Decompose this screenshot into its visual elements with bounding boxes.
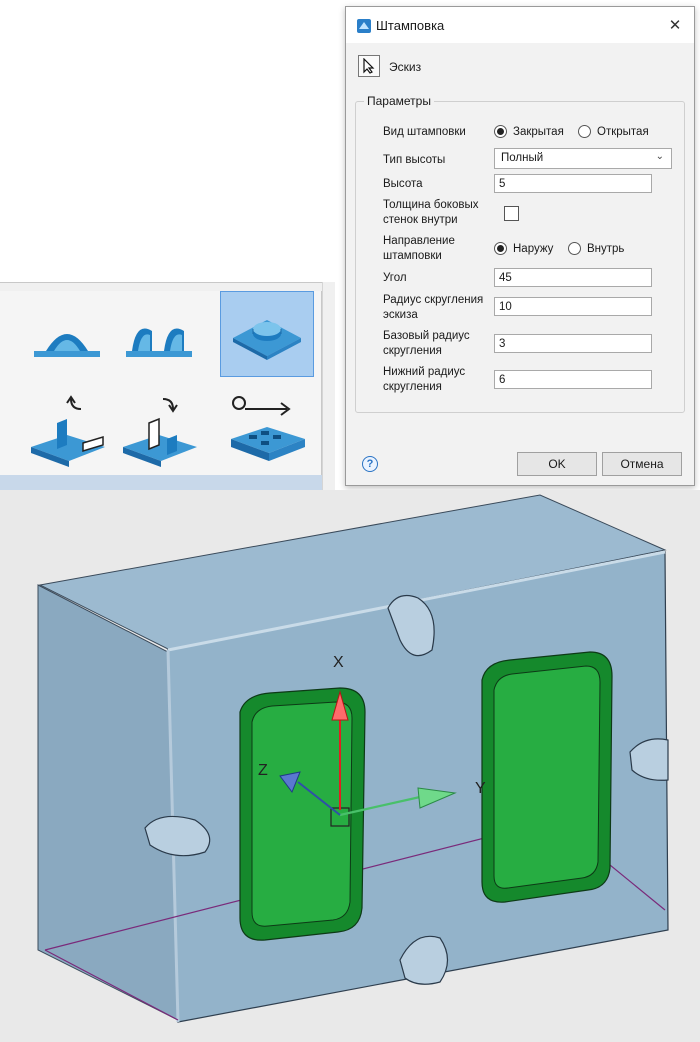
stamp-pocket-left-floor xyxy=(251,701,353,927)
side-wall-checkbox[interactable] xyxy=(504,206,519,221)
flange-up-icon xyxy=(31,395,105,467)
lanced-form-icon xyxy=(231,396,305,461)
base-radius-label-line2: скругления xyxy=(383,345,442,357)
toolbar-icons-area xyxy=(0,291,322,491)
right-notch xyxy=(629,738,669,781)
base-radius-label-line1: Базовый радиус xyxy=(383,330,470,342)
bottom-notch xyxy=(399,935,449,985)
toolbar-status-strip xyxy=(0,475,322,491)
stamping-dialog: Штамповка ✕ Эскиз Параметры Вид штамповк… xyxy=(345,6,695,486)
height-type-value: Полный xyxy=(501,152,544,164)
flange-down-tool-button[interactable] xyxy=(112,389,206,475)
bead-icon xyxy=(34,334,100,357)
direction-outward-label: Наружу xyxy=(513,242,554,255)
sheet-metal-part-model xyxy=(37,494,669,1023)
cursor-arrow-icon xyxy=(363,58,375,74)
3d-viewport[interactable]: X Y Z xyxy=(0,490,700,1042)
ok-button[interactable]: OK xyxy=(517,452,597,476)
direction-outward-radio[interactable]: Наружу xyxy=(494,242,553,255)
toolbar-scroll-gutter[interactable] xyxy=(322,282,335,490)
side-wall-label-line1: Толщина боковых xyxy=(383,199,479,211)
dialog-titlebar[interactable]: Штамповка ✕ xyxy=(346,7,694,43)
base-radius-input[interactable]: 3 xyxy=(494,334,652,353)
sketch-radius-label-line2: эскиза xyxy=(383,309,418,321)
height-type-label: Тип высоты xyxy=(383,154,446,166)
part-top-face xyxy=(38,494,667,651)
bead-tool-button[interactable] xyxy=(20,296,114,382)
side-wall-label-line2: стенок внутри xyxy=(383,214,458,226)
cancel-button[interactable]: Отмена xyxy=(602,452,682,476)
stamp-type-open-radio[interactable]: Открытая xyxy=(578,125,649,138)
direction-inward-label: Внутрь xyxy=(587,242,625,255)
parameters-legend: Параметры xyxy=(364,94,434,108)
direction-label-line2: штамповки xyxy=(383,250,442,262)
direction-inward-radio[interactable]: Внутрь xyxy=(568,242,624,255)
chevron-down-icon: ⌄ xyxy=(655,151,664,162)
height-input[interactable]: 5 xyxy=(494,174,652,193)
stamping-app-icon xyxy=(357,19,371,33)
sketch-radius-input[interactable]: 10 xyxy=(494,297,652,316)
axis-triad xyxy=(279,690,457,827)
height-label: Высота xyxy=(383,178,423,190)
help-icon[interactable]: ? xyxy=(362,456,378,472)
bottom-radius-input[interactable]: 6 xyxy=(494,370,652,389)
bottom-radius-label-line1: Нижний радиус xyxy=(383,366,466,378)
direction-label-line1: Направление xyxy=(383,235,455,247)
stamp-type-open-label: Открытая xyxy=(597,125,649,138)
lanced-form-tool-button[interactable] xyxy=(220,389,314,475)
bottom-radius-label-line2: скругления xyxy=(383,381,442,393)
louver-icon xyxy=(126,328,192,357)
axis-label-x: X xyxy=(333,654,344,671)
dialog-title: Штамповка xyxy=(376,18,445,33)
axis-label-y: Y xyxy=(475,780,486,797)
parameters-group: Параметры Вид штамповки Закрытая Открыта… xyxy=(355,94,685,413)
stamp-type-label: Вид штамповки xyxy=(383,126,466,138)
stamp-type-closed-label: Закрытая xyxy=(513,125,564,138)
height-type-select[interactable]: Полный ⌄ xyxy=(494,148,672,169)
sketch-select-button[interactable] xyxy=(358,55,380,77)
axis-label-z: Z xyxy=(258,762,268,779)
blank-area xyxy=(0,0,335,282)
left-notch xyxy=(144,815,211,857)
close-icon[interactable]: ✕ xyxy=(668,17,682,34)
part-left-face xyxy=(37,584,179,1021)
angle-input[interactable]: 45 xyxy=(494,268,652,287)
stamp-type-closed-radio[interactable]: Закрытая xyxy=(494,125,564,138)
flange-up-tool-button[interactable] xyxy=(20,389,114,475)
radio-unchecked-icon xyxy=(578,125,591,138)
angle-label: Угол xyxy=(383,272,407,284)
stamp-icon xyxy=(233,320,301,360)
louver-tool-button[interactable] xyxy=(112,296,206,382)
sketch-radius-label-line1: Радиус скругления xyxy=(383,294,484,306)
top-notch xyxy=(387,595,435,657)
stamp-tool-button[interactable] xyxy=(220,291,314,377)
flange-down-icon xyxy=(123,398,197,467)
radio-unchecked-icon xyxy=(568,242,581,255)
stamp-pocket-right-floor xyxy=(493,665,601,889)
sketch-label: Эскиз xyxy=(389,60,422,74)
radio-checked-icon xyxy=(494,242,507,255)
radio-checked-icon xyxy=(494,125,507,138)
sheet-metal-toolbar xyxy=(0,282,335,491)
